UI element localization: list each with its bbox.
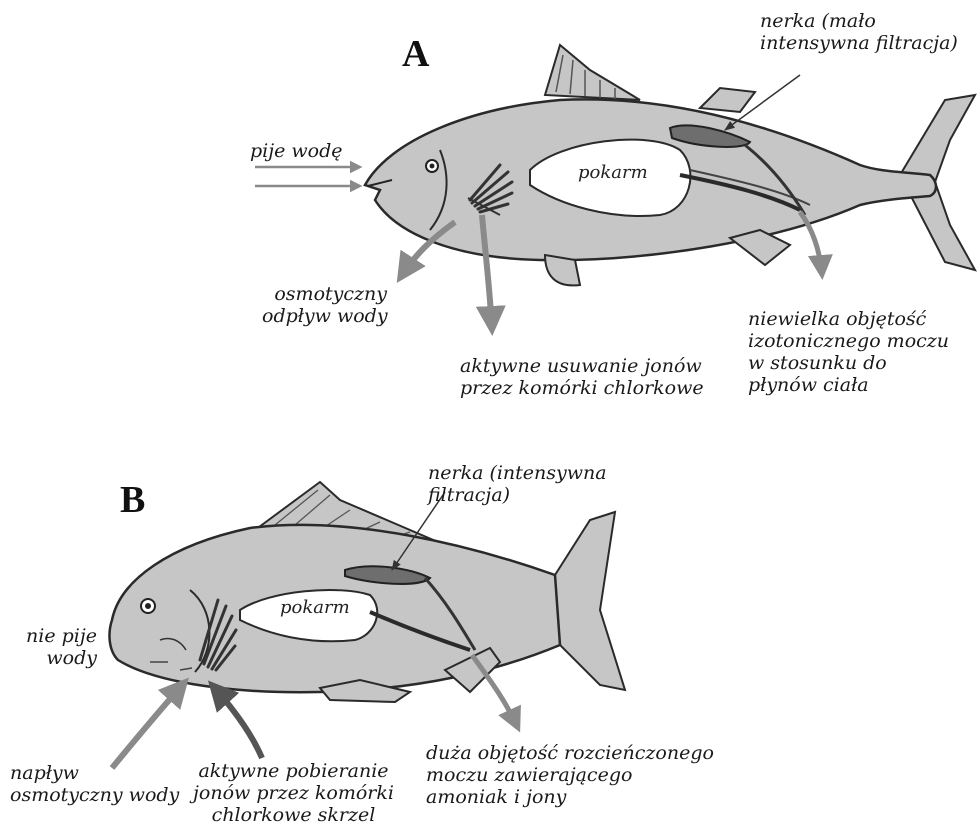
ion-uptake-line2: jonów przez komórki (186, 782, 401, 804)
osmotic-inflow-label: napływ osmotyczny wody (10, 762, 179, 806)
urine-b-line2: moczu zawierającego (426, 764, 714, 786)
urine-a-line4: płynów ciała (748, 374, 949, 396)
ion-uptake-arrow (212, 685, 262, 758)
osmotic-outflow-line1: osmotyczny (262, 283, 387, 305)
no-drink-label: nie pije wody (5, 625, 97, 669)
panel-b-letter: B (120, 478, 145, 522)
urine-a-line2: izotonicznego moczu (748, 330, 949, 352)
no-drink-line2: wody (5, 647, 97, 669)
ion-removal-line2: przez komórki chlorkowe (460, 377, 704, 399)
ion-uptake-line1: aktywne pobieranie (186, 760, 401, 782)
urine-b-line3: amoniak i jony (426, 786, 714, 808)
urine-label-b: duża objętość rozcieńczonego moczu zawie… (426, 742, 714, 808)
fish-b (110, 482, 625, 702)
kidney-label-b-line1: nerka (intensywna (428, 462, 607, 484)
osmotic-outflow-label: osmotyczny odpływ wody (262, 283, 387, 327)
urine-a-line3: w stosunku do (748, 352, 949, 374)
food-label-a: pokarm (578, 162, 648, 183)
urine-a-line1: niewielka objętość (748, 308, 949, 330)
fish-b-tail (555, 512, 625, 690)
urine-label-a: niewielka objętość izotonicznego moczu w… (748, 308, 949, 396)
osmotic-inflow-arrow (112, 682, 185, 768)
fish-a (365, 45, 975, 285)
osmotic-inflow-line2: osmotyczny wody (10, 784, 179, 806)
osmotic-inflow-line1: napływ (10, 762, 179, 784)
urine-b-line1: duża objętość rozcieńczonego (426, 742, 714, 764)
kidney-label-a-line2: intensywna filtracja) (760, 32, 958, 54)
kidney-label-b-line2: filtracja) (428, 484, 607, 506)
fish-a-pelvic-fin (545, 255, 580, 285)
osmotic-outflow-line2: odpływ wody (262, 305, 387, 327)
kidney-label-b: nerka (intensywna filtracja) (428, 462, 607, 506)
fish-a-anal-fin (730, 230, 790, 265)
drinks-water-label: pije wodę (250, 140, 343, 162)
fish-a-second-dorsal-fin (700, 88, 755, 112)
ion-removal-line1: aktywne usuwanie jonów (460, 355, 704, 377)
kidney-label-a: nerka (mało intensywna filtracja) (760, 10, 958, 54)
no-drink-line1: nie pije (5, 625, 97, 647)
ion-removal-label: aktywne usuwanie jonów przez komórki chl… (460, 355, 704, 399)
panel-a-letter: A (402, 32, 429, 76)
kidney-label-a-line1: nerka (mało (760, 10, 958, 32)
food-label-b: pokarm (280, 597, 350, 618)
ion-uptake-line3: chlorkowe skrzel (186, 804, 401, 826)
ion-uptake-label: aktywne pobieranie jonów przez komórki c… (186, 760, 401, 826)
